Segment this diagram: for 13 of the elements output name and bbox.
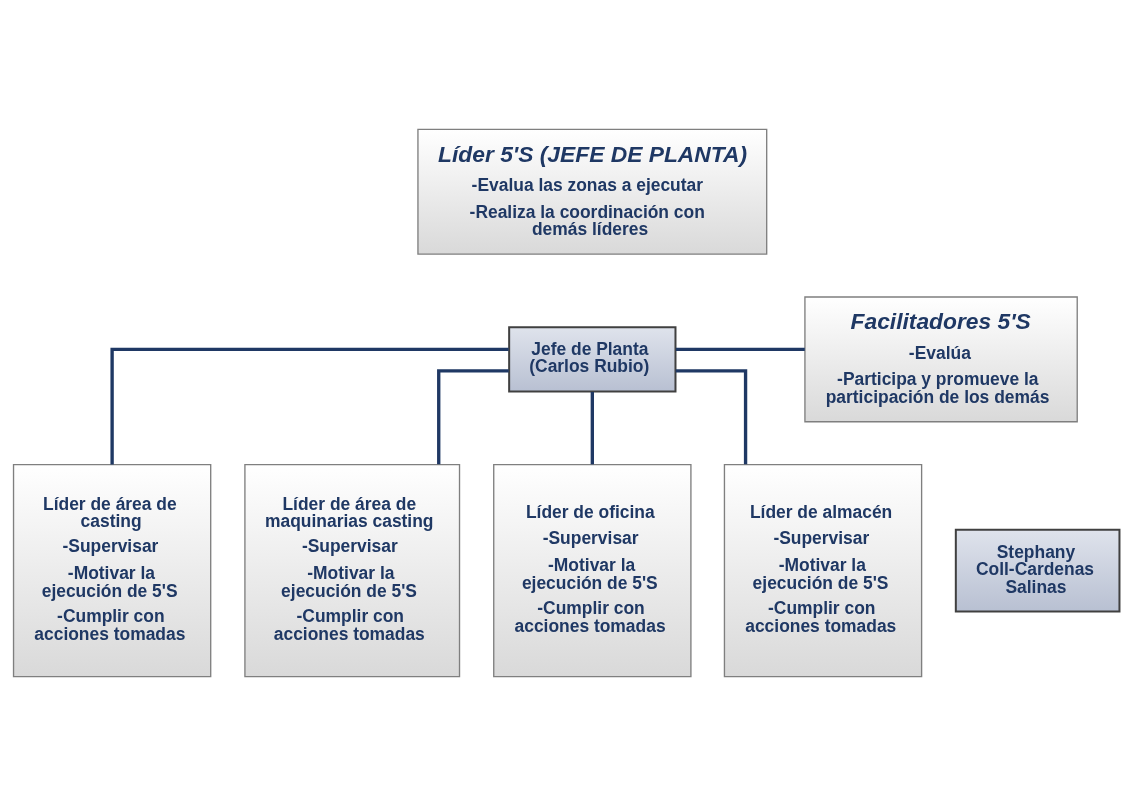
connector (675, 347, 805, 352)
node-box: Líder 5'S (JEFE DE PLANTA) -Evalua las zonas a ejecutar -Realiza la coordinación con demás líderes (417, 128, 768, 255)
connector (437, 369, 509, 465)
node-box: Líder de almacén -Supervisar -Motivar la ejecución de 5'S -Cumplir con acciones tomadas (723, 464, 923, 678)
connector (675, 369, 748, 465)
node-box: Líder de oficina -Supervisar -Motivar la ejecución de 5'S -Cumplir con acciones tomadas (493, 464, 692, 678)
node-box: Líder de área de maquinarias casting -Supervisar -Motivar la ejecución de 5'S -Cumplir con acciones tomadas (244, 464, 461, 678)
node-box: Stephany Coll-Cardenas Salinas (954, 528, 1121, 613)
connector (110, 347, 509, 465)
node-box: Facilitadores 5'S -Evalúa -Participa y promueve la participación de los demás (804, 296, 1078, 423)
node-box: Líder de área de casting -Supervisar -Motivar la ejecución de 5'S -Cumplir con acciones tomadas (12, 464, 212, 678)
connector (590, 391, 594, 465)
node-box: Jefe de Planta (Carlos Rubio) (508, 326, 677, 393)
